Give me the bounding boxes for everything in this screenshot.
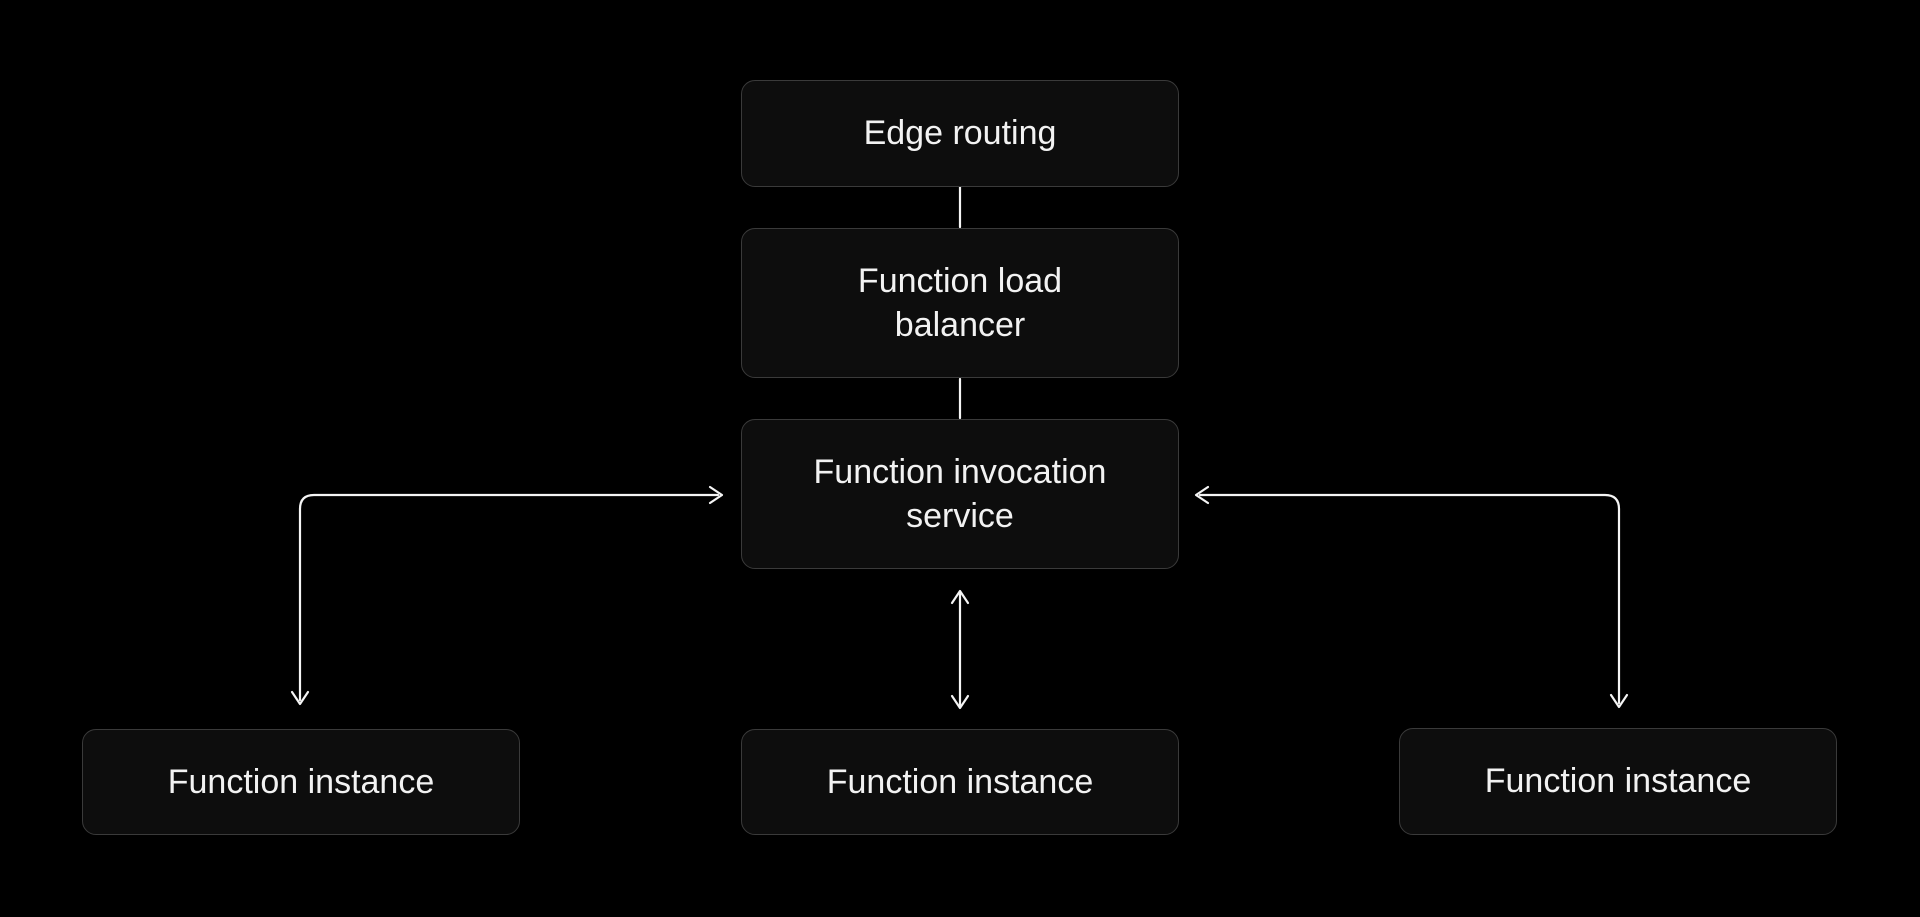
arrowhead-down-icon [950, 694, 970, 710]
node-function-instance-left: Function instance [82, 729, 520, 835]
node-function-load-balancer: Function load balancer [741, 228, 1179, 378]
node-label: Function instance [167, 762, 435, 801]
connector-invocation-to-left-instance [298, 493, 720, 702]
node-function-invocation-service: Function invocation service [741, 419, 1179, 569]
node-label: Function load balancer [857, 261, 1063, 344]
arrowhead-left-icon [1194, 485, 1210, 505]
arrowhead-down-icon [1609, 693, 1629, 709]
node-label: Function instance [826, 762, 1094, 801]
arrowhead-down-icon [290, 690, 310, 706]
node-label: Function instance [1484, 762, 1752, 801]
node-edge-routing: Edge routing [741, 80, 1179, 187]
node-function-instance-center: Function instance [741, 729, 1179, 835]
connector-invocation-to-right-instance [1198, 493, 1621, 705]
node-label: Function invocation service [813, 452, 1107, 535]
node-label: Edge routing [863, 114, 1057, 153]
node-function-instance-right: Function instance [1399, 728, 1837, 835]
arrowhead-up-icon [950, 589, 970, 605]
arrowhead-right-icon [708, 485, 724, 505]
